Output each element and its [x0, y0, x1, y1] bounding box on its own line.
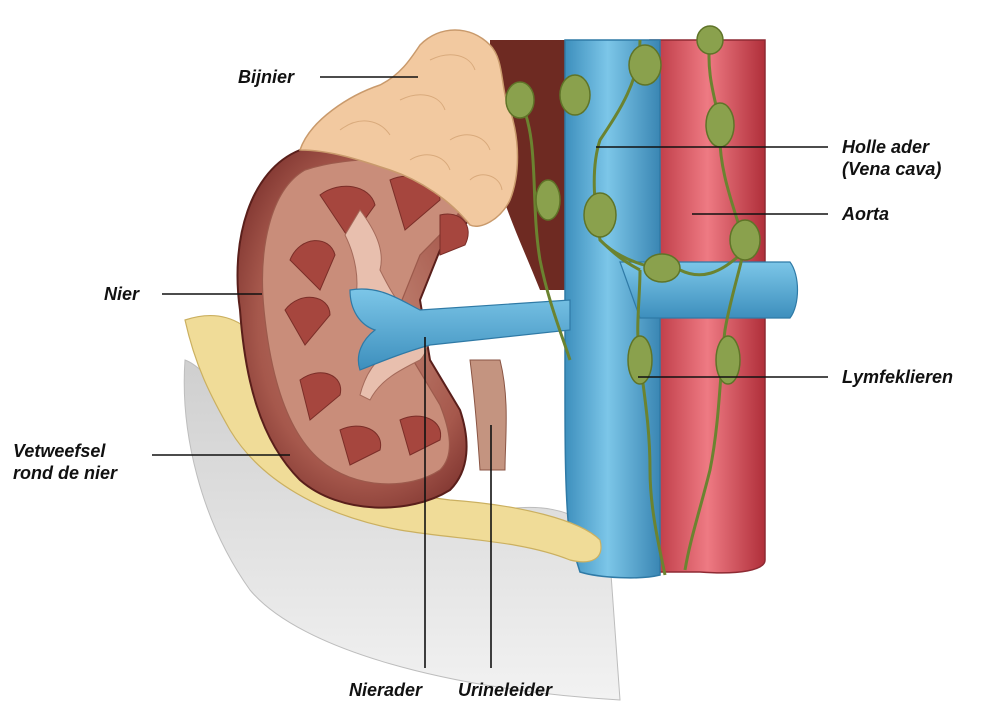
label-nierader-text: Nierader — [349, 679, 422, 701]
label-bijnier: Bijnier — [238, 66, 294, 88]
renal-vein — [350, 289, 570, 370]
label-holle-ader-line1: Holle ader — [842, 136, 941, 158]
label-nierader: Nierader — [349, 679, 422, 701]
label-urineleider-text: Urineleider — [458, 679, 552, 701]
label-lymfeklieren: Lymfeklieren — [842, 366, 953, 388]
label-vetweefsel-line1: Vetweefsel — [13, 440, 117, 462]
label-aorta: Aorta — [842, 203, 889, 225]
label-vetweefsel: Vetweefsel rond de nier — [13, 440, 117, 484]
label-aorta-text: Aorta — [842, 203, 889, 225]
label-nier-text: Nier — [104, 283, 139, 305]
label-lymfeklieren-text: Lymfeklieren — [842, 366, 953, 388]
label-nier: Nier — [104, 283, 139, 305]
label-bijnier-text: Bijnier — [238, 66, 294, 88]
label-urineleider: Urineleider — [458, 679, 552, 701]
label-vetweefsel-line2: rond de nier — [13, 462, 117, 484]
label-holle-ader: Holle ader (Vena cava) — [842, 136, 941, 180]
label-holle-ader-line2: (Vena cava) — [842, 158, 941, 180]
ureter-tube — [470, 360, 506, 470]
